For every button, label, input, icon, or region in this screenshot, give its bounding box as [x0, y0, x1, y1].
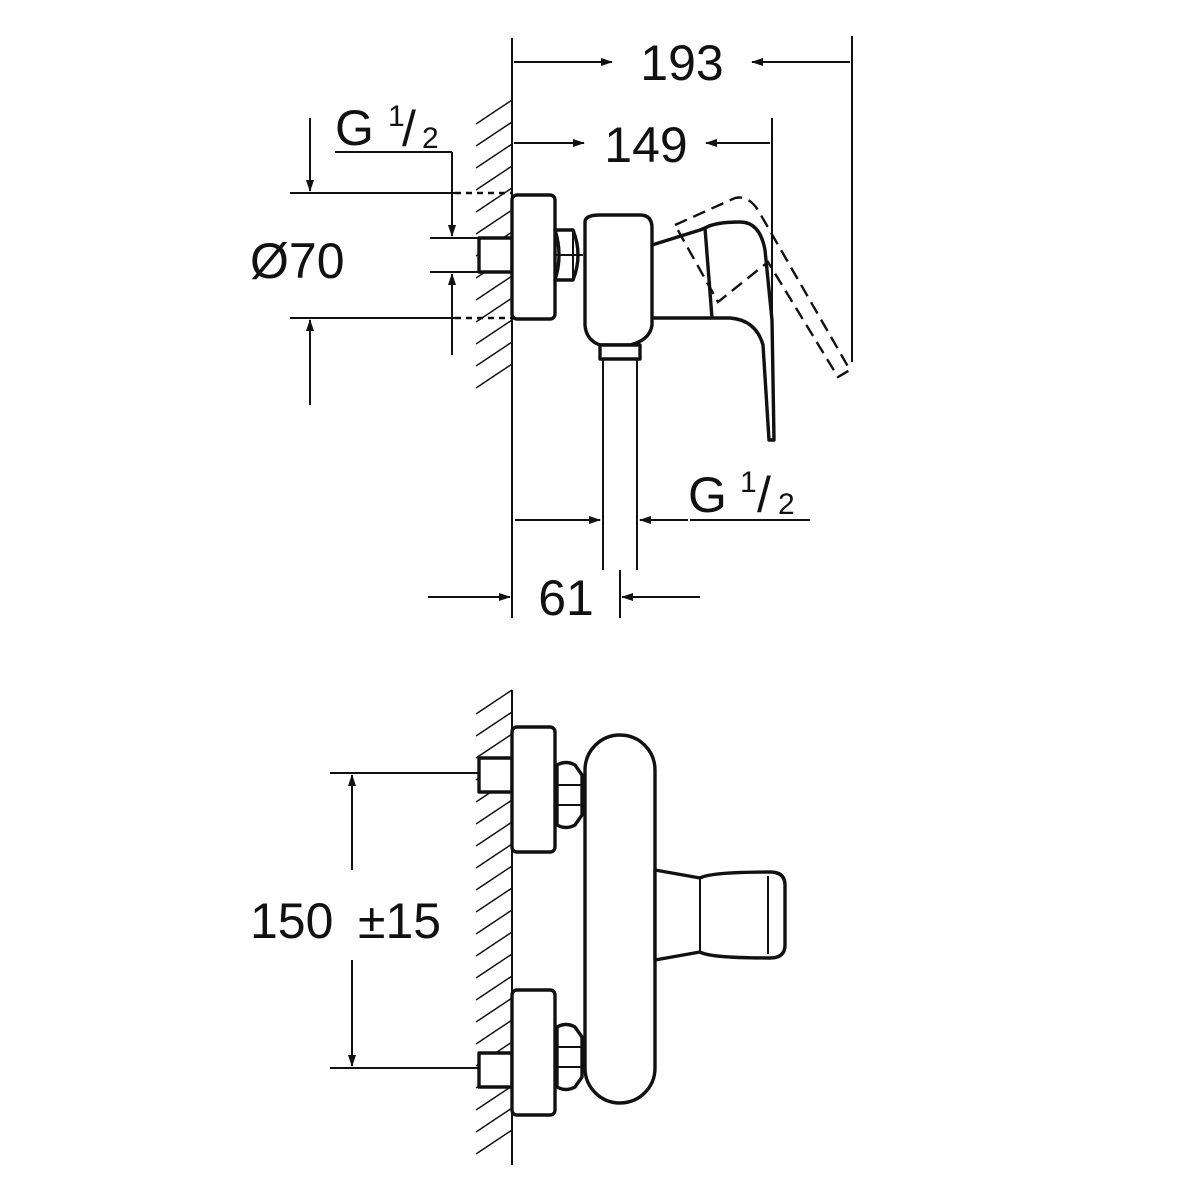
lower-hex-nut [555, 1022, 584, 1092]
hatch-line [475, 165, 513, 191]
hatch-line [475, 187, 513, 213]
outlet-nut [598, 343, 642, 361]
hatch-line [475, 953, 513, 979]
hatch-line [475, 865, 513, 891]
hatch-line [475, 997, 513, 1023]
hatch-line [475, 121, 513, 147]
lower-inlet [477, 988, 584, 1117]
hatch-line [475, 975, 513, 1001]
inlet-pipe-stub [477, 236, 514, 274]
upper-inlet [477, 725, 584, 854]
hatch-line [475, 341, 513, 367]
thread-outlet-numerator: 1 [740, 466, 757, 499]
hatch-line [475, 209, 513, 235]
thread-inlet-denominator: 2 [422, 122, 439, 155]
mixer-side [477, 193, 852, 570]
lever-alternate-position [673, 196, 852, 379]
thread-outlet-label: G 1 / 2 [515, 466, 810, 524]
lower-pipe-stub [477, 1051, 514, 1089]
hatch-line [475, 319, 513, 345]
thread-outlet-letter: G [688, 467, 727, 523]
dimension-diameter-70: Ø70 [250, 118, 512, 405]
mixer-body [583, 213, 776, 442]
mixer-front [583, 733, 787, 1105]
thread-inlet-numerator: 1 [388, 100, 405, 133]
hex-nut [553, 228, 583, 282]
hatch-line [475, 1085, 513, 1111]
hatch-line [475, 1129, 513, 1155]
hatch-line [475, 799, 513, 825]
hatch-line [475, 275, 513, 301]
dimension-61-label: 61 [538, 570, 594, 626]
dimension-193: 193 [511, 35, 853, 362]
dimension-149-label: 149 [604, 117, 687, 173]
hatch-line [475, 689, 513, 715]
side-view: 193 149 G 1 / 2 Ø70 [250, 35, 853, 626]
hatch-line [475, 931, 513, 957]
lower-s-union [510, 988, 557, 1117]
hatch-line [475, 143, 513, 169]
thread-outlet-slash: / [757, 467, 771, 523]
hatch-line [475, 1107, 513, 1133]
hatch-line [475, 1019, 513, 1045]
thread-inlet-label: G 1 / 2 [335, 100, 452, 157]
hatch-line [475, 843, 513, 869]
front-view: 150 ±15 [250, 689, 787, 1165]
hatch-line [475, 821, 513, 847]
hatch-line [475, 733, 513, 759]
dimension-150-tolerance: ±15 [358, 893, 441, 949]
lever-front [653, 868, 787, 962]
hatch-line [475, 887, 513, 913]
thread-outlet-denominator: 2 [778, 488, 795, 521]
dimension-150-label: 150 [250, 893, 333, 949]
upper-hex-nut [555, 760, 584, 830]
dimension-61: 61 [428, 400, 700, 626]
thread-inlet-slash: / [402, 101, 416, 157]
dimension-193-label: 193 [640, 35, 723, 91]
mixer-body-front [583, 733, 657, 1105]
hatch-line [475, 909, 513, 935]
hatch-line [475, 363, 513, 389]
hatch-line [475, 711, 513, 737]
hatch-line [475, 99, 513, 125]
s-union-flange [510, 193, 557, 321]
thread-inlet-letter: G [335, 100, 374, 156]
dimension-150: 150 ±15 [250, 772, 478, 1069]
dimension-diameter-label: Ø70 [250, 233, 345, 289]
upper-s-union [510, 725, 557, 854]
dimension-thread-inlet [430, 152, 478, 355]
upper-pipe-stub [477, 756, 514, 794]
